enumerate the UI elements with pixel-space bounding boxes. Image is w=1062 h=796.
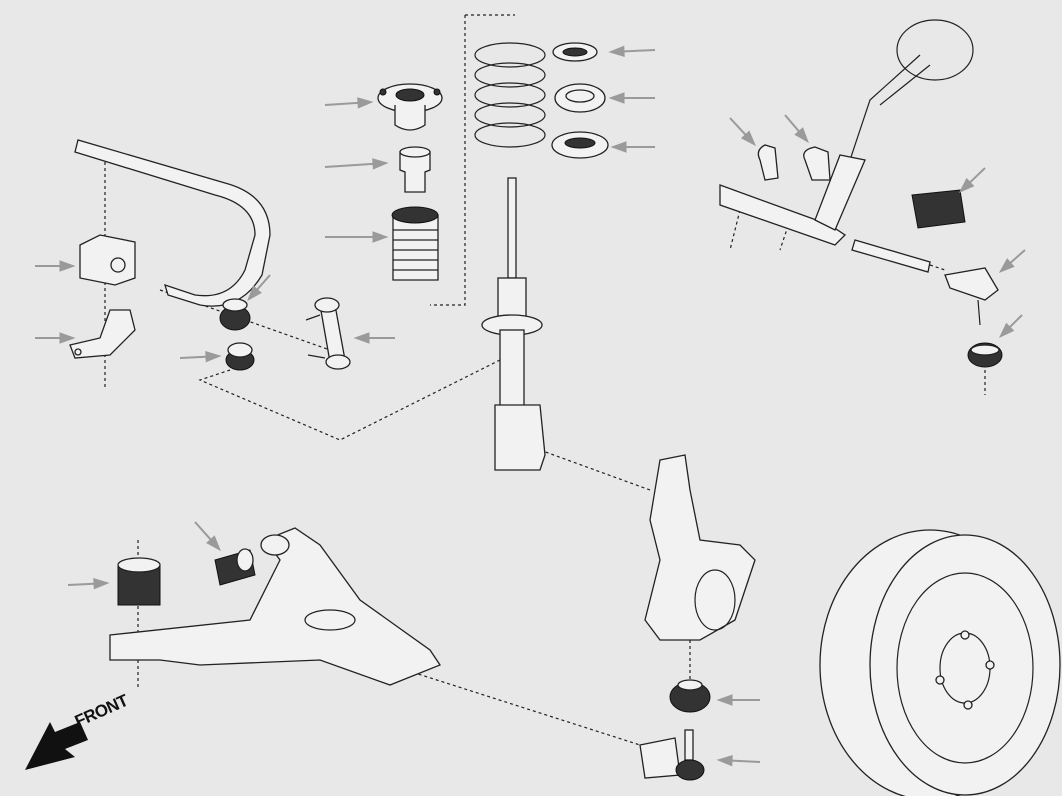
stabilizer-link — [305, 297, 351, 370]
dust-boot — [391, 206, 439, 281]
callout-arrow-shaft — [67, 582, 95, 586]
callout-arrow-head-icon — [372, 231, 389, 243]
callout-arrow-head-icon — [206, 535, 221, 552]
callout-arrow-head-icon — [353, 332, 370, 344]
bushing-bracket — [69, 309, 136, 359]
steering-assembly — [719, 19, 1003, 368]
callout-arrow-head-icon — [205, 351, 222, 363]
callout-arrow-head-icon — [59, 332, 76, 344]
strut-assembly — [481, 177, 546, 471]
callout-arrow-head-icon — [610, 141, 627, 153]
callout-arrow-shaft — [179, 355, 207, 359]
stabilizer-bar — [74, 139, 271, 307]
ball-joint-boot — [669, 679, 711, 713]
link-bushings — [219, 298, 255, 371]
callout-arrow-head-icon — [59, 260, 76, 272]
callout-arrow-head-icon — [794, 127, 809, 144]
callout-arrow-head-icon — [357, 97, 374, 109]
ball-joint — [639, 729, 705, 781]
callout-arrow-head-icon — [93, 578, 110, 590]
callout-arrow-head-icon — [716, 754, 733, 767]
stabilizer-bushing — [79, 234, 136, 286]
callout-arrows — [35, 45, 1026, 767]
front-direction-arrow — [25, 722, 88, 770]
callout-arrow-head-icon — [958, 177, 975, 194]
spring-seats — [551, 42, 609, 159]
callout-arrow-head-icon — [998, 322, 1015, 339]
callout-arrow-shaft — [729, 117, 747, 136]
callout-arrow-shaft — [1009, 314, 1023, 328]
callout-arrow-shaft — [324, 101, 359, 106]
steering-knuckle — [644, 454, 756, 641]
callout-arrow-head-icon — [608, 45, 625, 58]
callout-arrow-shaft — [256, 274, 271, 291]
callout-arrow-shaft — [731, 759, 761, 763]
bump-stop — [399, 146, 431, 193]
tire-and-wheel — [819, 529, 1061, 796]
control-arm-bushings — [117, 548, 256, 606]
callout-arrow-head-icon — [998, 258, 1015, 273]
callout-arrow-shaft — [784, 114, 800, 132]
coil-spring — [474, 42, 546, 148]
callout-arrow-shaft — [1009, 249, 1026, 264]
callout-arrow-shaft — [194, 521, 212, 541]
callout-arrow-head-icon — [740, 130, 757, 147]
callout-arrow-head-icon — [608, 92, 625, 104]
callout-arrow-shaft — [623, 49, 656, 53]
callout-arrow-head-icon — [247, 285, 262, 302]
callout-arrow-shaft — [969, 167, 986, 184]
strut-mount — [377, 83, 443, 131]
callout-arrow-head-icon — [372, 158, 389, 170]
callout-arrow-head-icon — [716, 694, 733, 706]
callout-arrow-shaft — [324, 162, 374, 168]
lower-control-arm — [109, 527, 441, 686]
